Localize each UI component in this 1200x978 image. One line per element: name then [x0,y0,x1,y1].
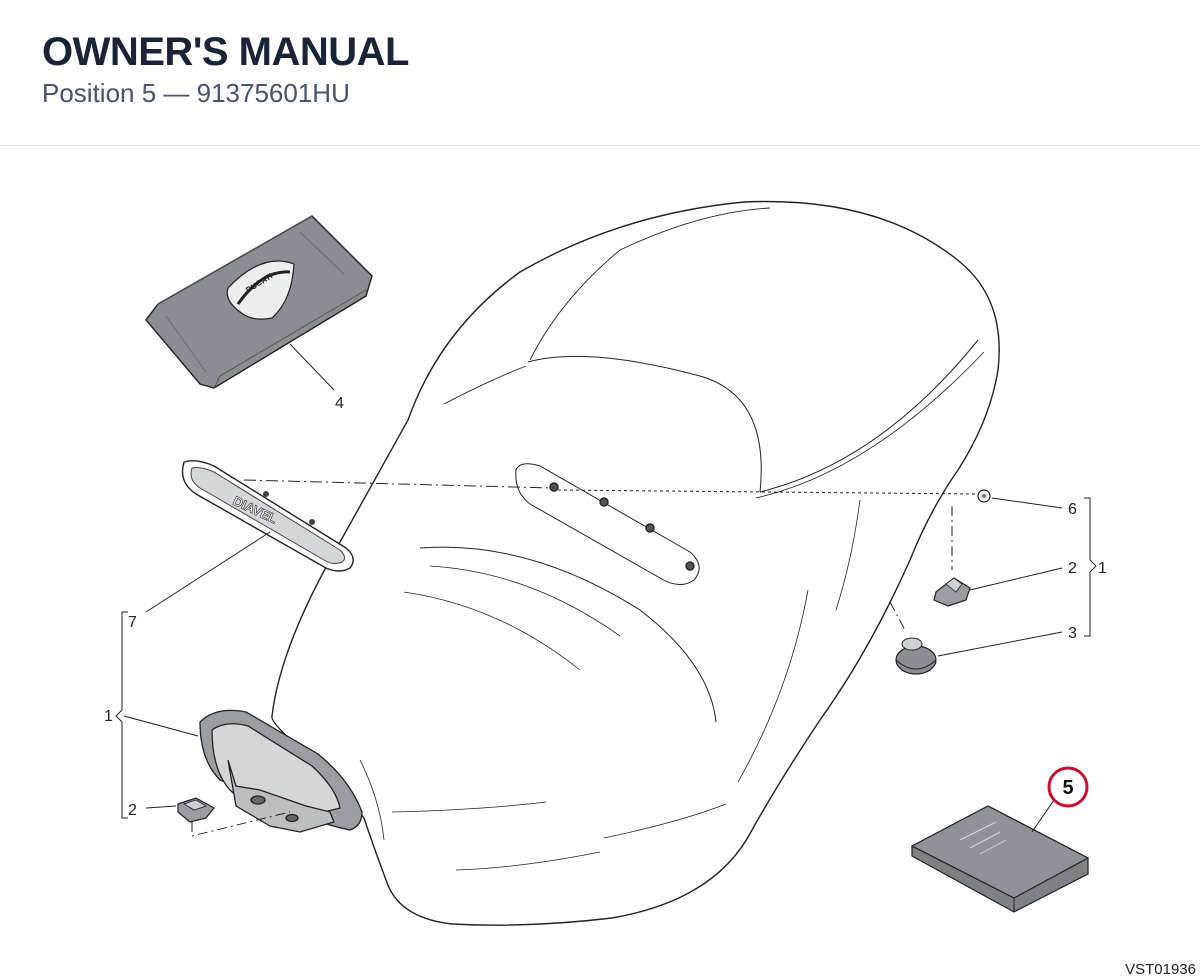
ducati-logo-icon: DUCATI [226,260,295,320]
drawing-code: VST01936 [1125,961,1196,978]
bracket-left [115,611,128,819]
leader-6 [991,497,1063,509]
page-subtitle: Position 5 — 91375601HU [42,78,350,108]
part-4-cover: DUCATI [145,215,373,389]
part-7-plate: DIAVEL [181,459,354,572]
part-2-clip-right [933,577,971,607]
part-2-clip-left [177,797,215,823]
callout-1-right: 1 [1098,560,1107,577]
leader-4 [289,343,335,391]
leader-5 [1031,799,1055,833]
part-6-nut [977,489,991,503]
callout-3: 3 [1068,625,1077,642]
leader-2-left [145,805,177,809]
seat-body [271,200,1000,926]
callout-2-right: 2 [1068,560,1077,577]
part-1-front-bracket [199,709,363,833]
callout-4: 4 [335,395,344,412]
callout-2-left: 2 [128,802,137,819]
callout-5: 5 [1062,777,1073,799]
part-3-grommet [895,637,937,675]
bracket-right [1084,497,1097,637]
page-title: OWNER'S MANUAL [42,30,409,74]
callout-1-left: 1 [104,708,113,725]
callout-6: 6 [1068,501,1077,518]
leader-3 [937,631,1063,657]
highlight-circle-5 [1047,766,1089,808]
leader-7 [145,531,271,613]
leader-1-left [123,715,199,737]
exploded-parts-diagram: DUCATI DIAVEL [104,200,1196,978]
callout-7: 7 [128,614,137,631]
page-header: OWNER'S MANUAL Position 5 — 91375601HU [0,0,1200,146]
leader-2-right [969,567,1063,591]
part-5-owners-manual [910,805,1090,913]
